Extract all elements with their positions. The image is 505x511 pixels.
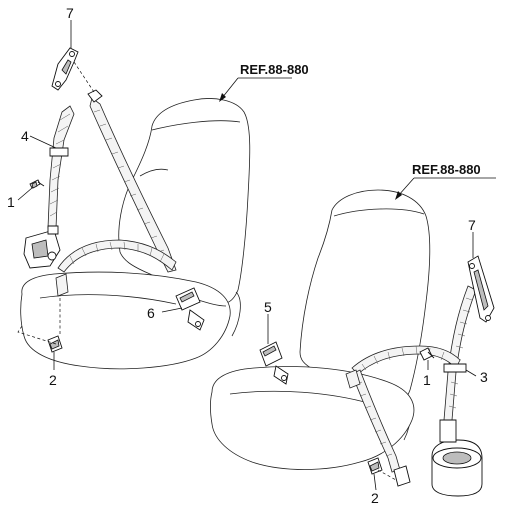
leaders [17, 20, 477, 491]
right-seat-cushion [210, 366, 415, 470]
callout-1-right: 1 [423, 372, 431, 388]
callout-4-left: 4 [21, 128, 29, 144]
right-retractor [431, 419, 483, 497]
left-height-adjuster [51, 47, 103, 103]
callout-7-left: 7 [66, 5, 74, 21]
left-seat-belt-webbing [47, 97, 177, 297]
callout-2-right: 2 [371, 490, 379, 506]
right-seat-belt-webbing [345, 285, 477, 473]
right-height-adjuster [467, 255, 495, 323]
right-belt-guide [443, 363, 467, 373]
callout-5-right: 5 [264, 299, 272, 315]
right-buckle [259, 341, 289, 385]
callout-2-left: 2 [49, 372, 57, 388]
left-retractor [23, 225, 61, 269]
ref-label-right: REF.88-880 [412, 162, 481, 177]
right-bolt-2 [367, 457, 411, 487]
left-buckle [175, 287, 205, 331]
ref-leaders [219, 77, 496, 200]
callout-6-left: 6 [147, 305, 155, 321]
callout-7-right: 7 [468, 217, 476, 233]
callout-1-left: 1 [7, 194, 15, 210]
callout-3-right: 3 [480, 369, 488, 385]
left-belt-guide [49, 147, 69, 157]
right-bolt-1 [419, 347, 435, 361]
ref-label-left: REF.88-880 [240, 62, 309, 77]
left-bolt-1 [29, 179, 45, 189]
